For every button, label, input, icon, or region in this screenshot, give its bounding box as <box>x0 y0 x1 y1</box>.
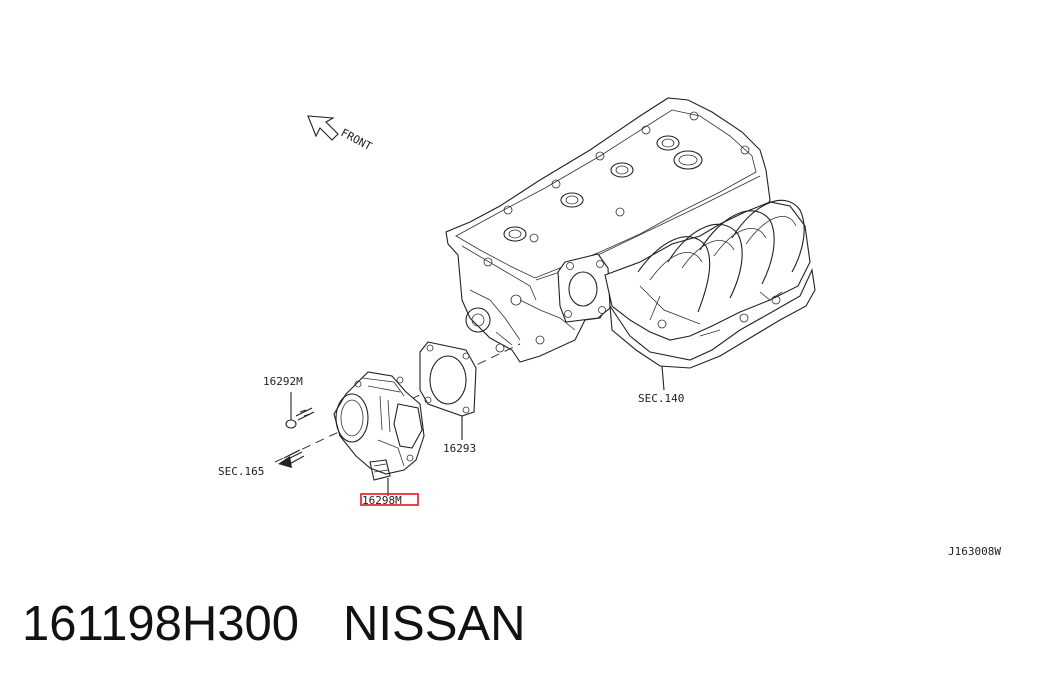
part-number: 161198H300 <box>22 597 300 651</box>
gasket-illustration <box>419 341 477 417</box>
gasket-label: 16293 <box>443 442 476 455</box>
throttle-body-highlight <box>360 493 419 506</box>
throttle-body-label: 16298M <box>362 494 402 507</box>
sec-165-label: SEC.165 <box>218 465 264 478</box>
sec-165-arrow-icon <box>278 449 305 468</box>
throttle-body-illustration <box>333 371 425 481</box>
sec-140-label: SEC.140 <box>638 392 684 405</box>
intake-manifold-illustration <box>557 199 816 369</box>
parts-diagram: FRONT <box>218 97 1001 558</box>
brand-name: NISSAN <box>343 597 526 651</box>
drawing-code-label: J163008W <box>948 545 1001 558</box>
front-arrow-icon <box>307 115 339 141</box>
part-caption: 161198H300 NISSAN <box>22 596 525 652</box>
front-label: FRONT <box>339 126 375 153</box>
bolt-label: 16292M <box>263 375 303 388</box>
bolt-illustration <box>285 407 315 429</box>
cylinder-head-illustration <box>445 97 771 363</box>
